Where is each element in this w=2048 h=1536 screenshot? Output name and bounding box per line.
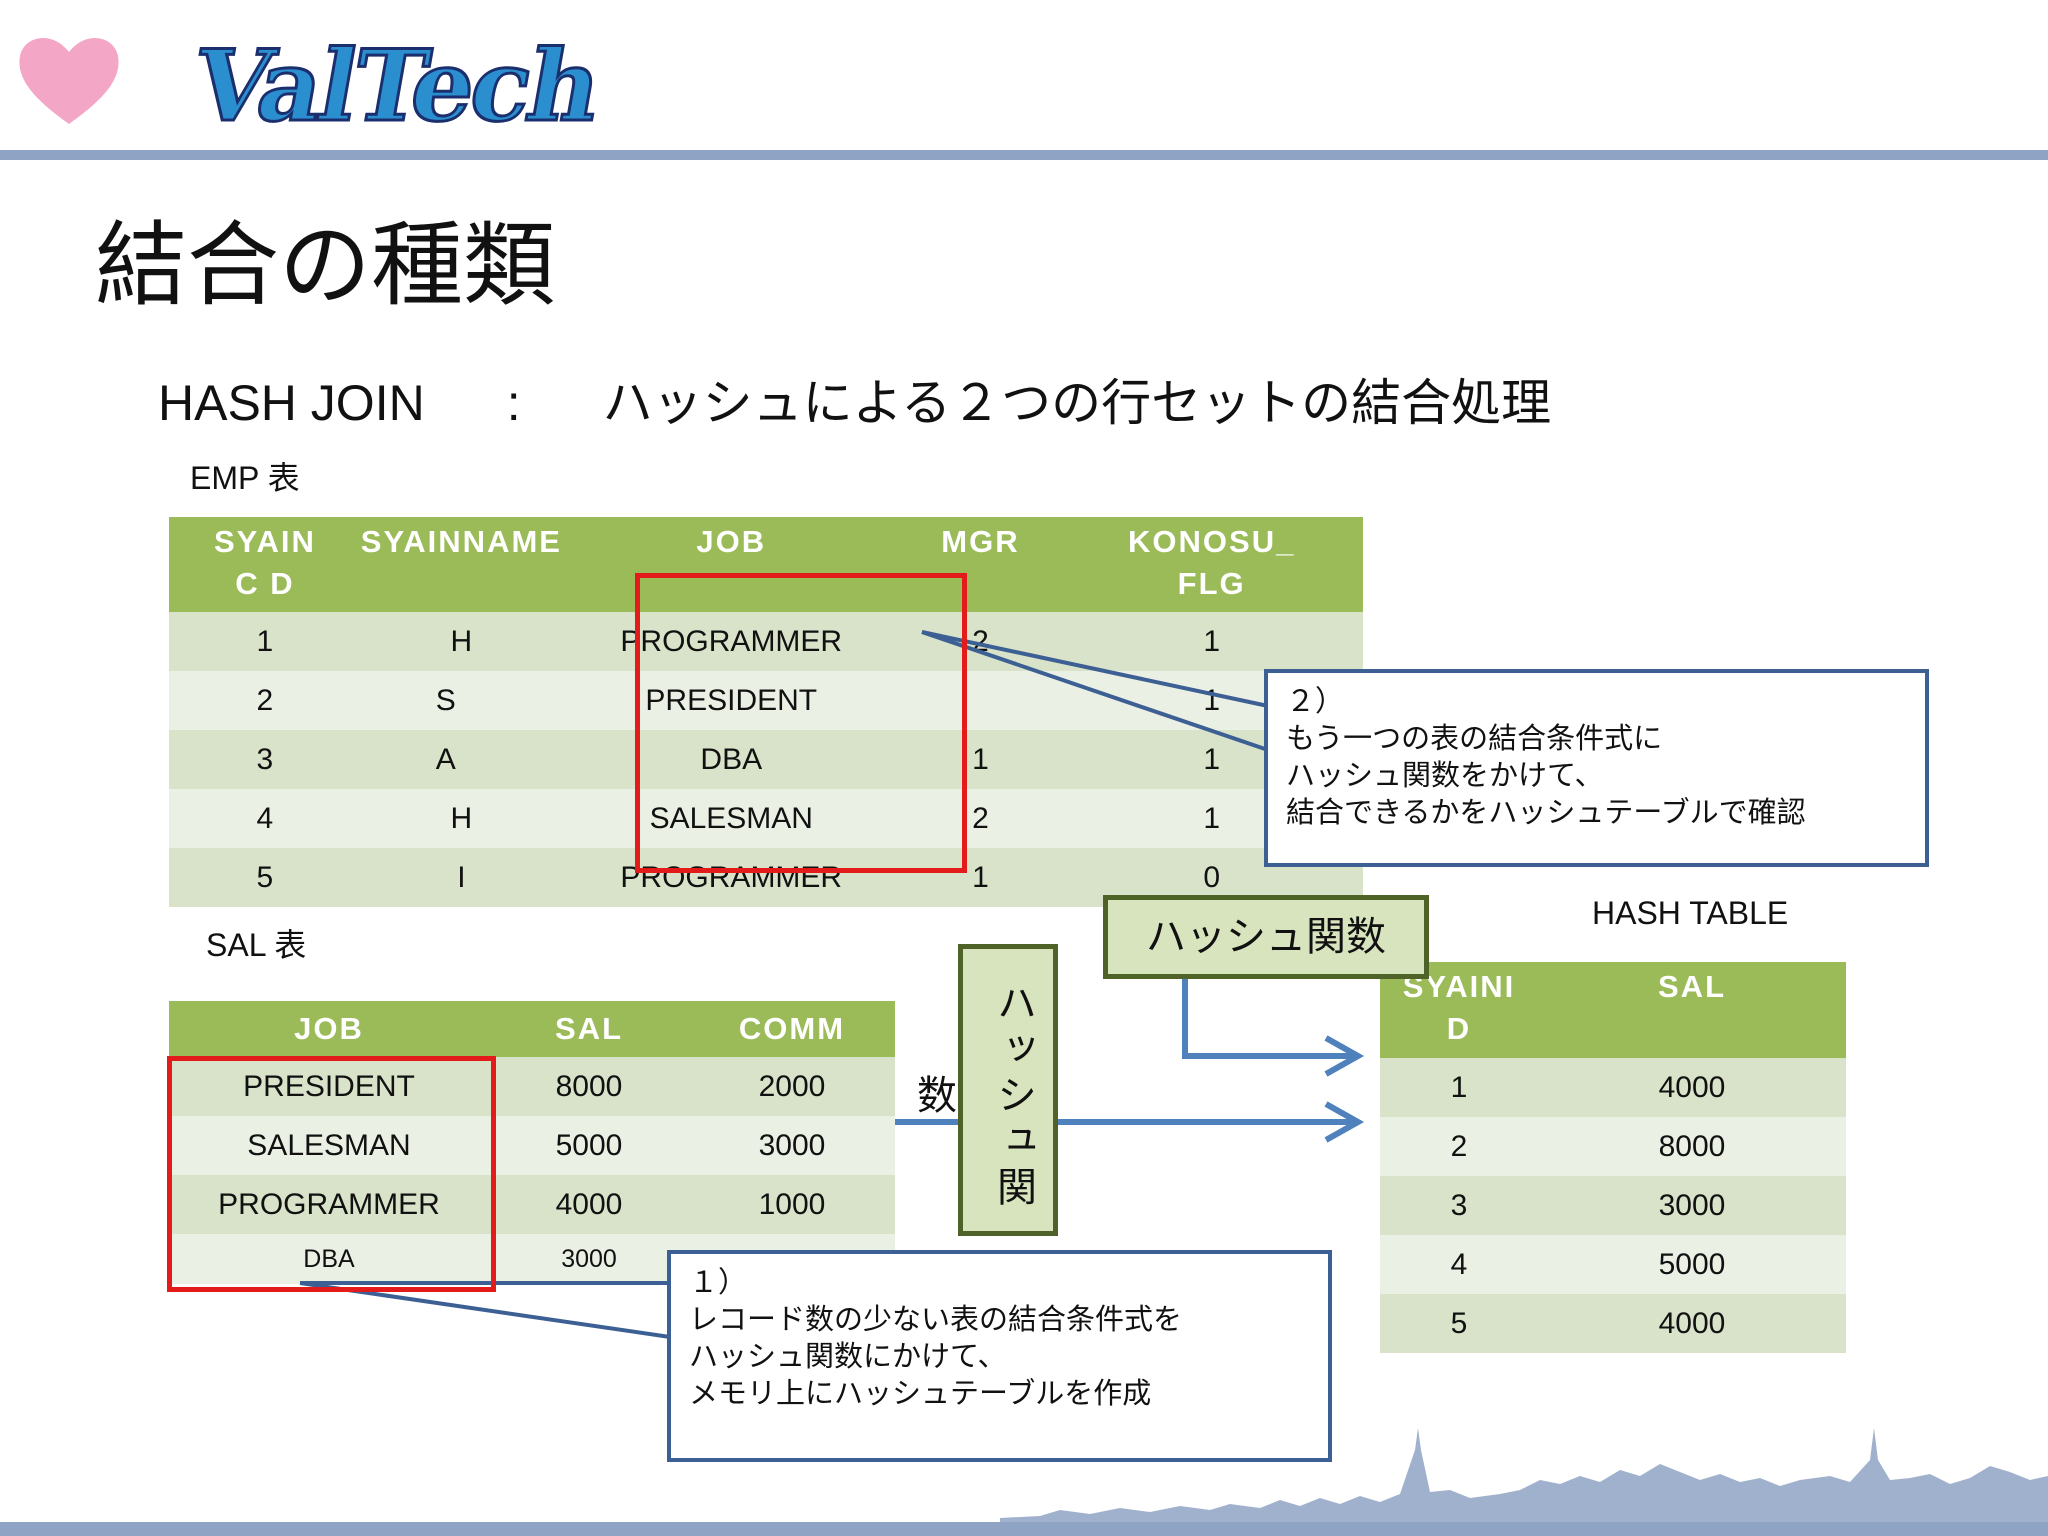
- emp-header-syaincd: SYAINC D: [169, 517, 361, 612]
- table-cell: 2: [900, 789, 1061, 848]
- emp-header-konosu-flg: KONOSU_ FLG: [1060, 517, 1363, 612]
- table-cell: H: [360, 789, 562, 848]
- table-cell: DBA: [169, 1234, 489, 1284]
- table-cell: 1: [1060, 612, 1363, 671]
- slide-subtitle: HASH JOIN: ハッシュによる２つの行セットの結合処理: [158, 378, 1551, 428]
- slide-title: 結合の種類: [95, 212, 556, 319]
- callout-line: レコード数の少ない表の結合条件式を: [689, 1302, 1183, 1336]
- sal-table: JOB SAL COMM PRESIDENT 8000 2000 SALESMA…: [169, 1001, 895, 1284]
- table-cell: 3000: [689, 1116, 895, 1175]
- table-cell: 5: [1380, 1294, 1538, 1353]
- header-divider: [0, 150, 2048, 160]
- table-cell: 1000: [689, 1175, 895, 1234]
- table-cell: 4000: [489, 1175, 689, 1234]
- table-cell: 4000: [1538, 1058, 1846, 1117]
- callout-line: ハッシュ関数をかけて、: [1286, 758, 1604, 792]
- table-cell: 2: [169, 671, 361, 730]
- table-cell: 5000: [1538, 1235, 1846, 1294]
- table-row: PRESIDENT 8000 2000: [169, 1057, 895, 1116]
- emp-header-syainname: SYAINNAME: [360, 517, 562, 612]
- sal-header-comm: COMM: [689, 1001, 895, 1057]
- table-row: 2 8000: [1380, 1117, 1846, 1176]
- table-cell: 3000: [489, 1234, 689, 1284]
- callout-step-number: １）: [689, 1265, 748, 1299]
- sal-table-caption: SAL 表: [206, 927, 307, 963]
- callout1-pointer-line: [299, 1281, 671, 1339]
- table-cell: DBA: [561, 730, 901, 789]
- hash-function-vertical-label: ハッシュ関数: [910, 944, 1058, 1236]
- table-cell: 1: [900, 730, 1061, 789]
- table-cell: 2: [900, 612, 1061, 671]
- table-cell: 4: [1380, 1235, 1538, 1294]
- table-row: 3 A DBA 1 1: [169, 730, 1363, 789]
- sal-header-sal: SAL: [489, 1001, 689, 1057]
- table-cell: 1: [169, 612, 361, 671]
- table-cell: 1: [1380, 1058, 1538, 1117]
- table-row: SALESMAN 5000 3000: [169, 1116, 895, 1175]
- hash-function-label: ハッシュ関数: [1103, 895, 1429, 979]
- table-cell: 3: [169, 730, 361, 789]
- table-cell: [900, 671, 1061, 730]
- emp-header-job: JOB: [561, 517, 901, 612]
- subtitle-separator: :: [506, 375, 521, 431]
- subtitle-join-type: HASH JOIN: [158, 375, 425, 431]
- emp-job-highlight: [635, 573, 967, 873]
- callout-step-1: １） レコード数の少ない表の結合条件式を ハッシュ関数にかけて、 メモリ上にハッ…: [667, 1250, 1332, 1462]
- table-row: 3 3000: [1380, 1176, 1846, 1235]
- heart-logo-icon: [19, 38, 119, 124]
- emp-table: SYAINC D SYAINNAME JOB MGR KONOSU_ FLG 1…: [169, 517, 1363, 907]
- table-cell: 2000: [689, 1057, 895, 1116]
- table-cell: 1: [900, 848, 1061, 907]
- table-row: 1 H PROGRAMMER 2 1: [169, 612, 1363, 671]
- callout2-pointer-line: [921, 630, 1269, 752]
- table-row: 5 4000: [1380, 1294, 1846, 1353]
- callout-step-2: ２） もう一つの表の結合条件式に ハッシュ関数をかけて、 結合できるかをハッシュ…: [1264, 669, 1929, 867]
- table-cell: 4: [169, 789, 361, 848]
- table-cell: 5: [169, 848, 361, 907]
- table-cell: SALESMAN: [169, 1116, 489, 1175]
- table-cell: PROGRAMMER: [561, 612, 901, 671]
- table-cell: 2: [1380, 1117, 1538, 1176]
- footer-divider: [0, 1522, 2048, 1536]
- table-cell: 8000: [1538, 1117, 1846, 1176]
- table-row: 4 5000: [1380, 1235, 1846, 1294]
- arrow-head-icon: [1324, 1035, 1365, 1077]
- table-cell: S: [360, 671, 562, 730]
- subtitle-description: ハッシュによる２つの行セットの結合処理: [602, 375, 1552, 431]
- city-skyline-image: [1000, 1428, 2048, 1526]
- table-cell: 4000: [1538, 1294, 1846, 1353]
- arrow-head-icon: [1324, 1101, 1365, 1143]
- emp-table-caption: EMP 表: [190, 460, 300, 496]
- table-row: PROGRAMMER 4000 1000: [169, 1175, 895, 1234]
- sal-header-job: JOB: [169, 1001, 489, 1057]
- hash-table-caption: HASH TABLE: [1592, 895, 1789, 931]
- sal-job-highlight: [167, 1056, 496, 1292]
- table-cell: I: [360, 848, 562, 907]
- callout2-pointer-line: [921, 630, 1269, 708]
- table-cell: PROGRAMMER: [561, 848, 901, 907]
- table-cell: 8000: [489, 1057, 689, 1116]
- table-cell: PRESIDENT: [169, 1057, 489, 1116]
- table-cell: PROGRAMMER: [169, 1175, 489, 1234]
- table-cell: 3: [1380, 1176, 1538, 1235]
- callout-line: 結合できるかをハッシュテーブルで確認: [1286, 795, 1806, 829]
- callout-line: ハッシュ関数にかけて、: [689, 1339, 1007, 1373]
- callout-step-number: ２）: [1286, 684, 1345, 718]
- table-cell: 5000: [489, 1116, 689, 1175]
- table-cell: SALESMAN: [561, 789, 901, 848]
- table-row: 1 4000: [1380, 1058, 1846, 1117]
- callout-line: メモリ上にハッシュテーブルを作成: [689, 1376, 1152, 1410]
- table-cell: PRESIDENT: [561, 671, 901, 730]
- table-cell: H: [360, 612, 562, 671]
- callout-line: もう一つの表の結合条件式に: [1286, 721, 1663, 755]
- table-cell: A: [360, 730, 562, 789]
- table-cell: 3000: [1538, 1176, 1846, 1235]
- flow-arrow: [1182, 976, 1358, 1059]
- hash-table: SYAINI D SAL 1 4000 2 8000 3 3000 4 5000…: [1380, 962, 1846, 1353]
- hash-header-sal: SAL: [1538, 962, 1846, 1058]
- emp-header-mgr: MGR: [900, 517, 1061, 612]
